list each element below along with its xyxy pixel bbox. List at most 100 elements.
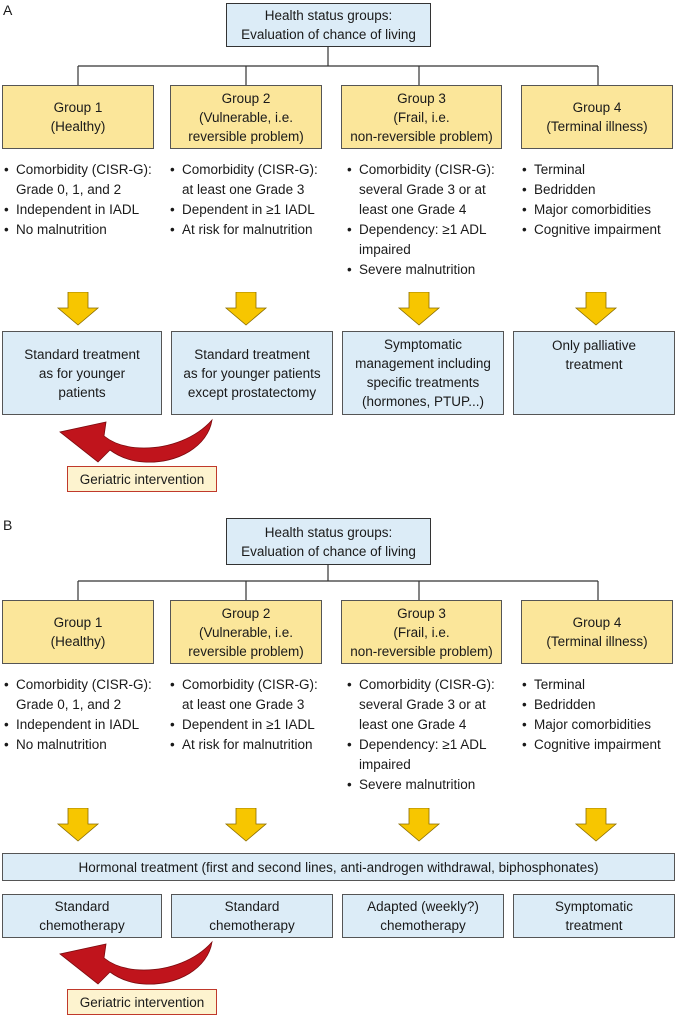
down-arrow-icon (224, 808, 268, 842)
criterion-item: Independent in IADL (4, 200, 170, 220)
panel-a-group-3-criteria: Comorbidity (CISR-G): several Grade 3 or… (347, 160, 517, 280)
group-description: (Terminal illness) (546, 634, 648, 649)
criterion-item: Severe malnutrition (347, 775, 517, 795)
panel-a-treatment-1-box: Standard treatment as for younger patien… (2, 331, 162, 415)
group-name: Group 4 (572, 100, 622, 115)
down-arrow-icon (574, 292, 618, 326)
group-name: Group 1 (53, 100, 103, 115)
group-name: Group 3 (397, 605, 446, 621)
treatment-line: chemotherapy (39, 918, 125, 933)
treatment-line: Standard (54, 899, 110, 914)
criterion-item: Cognitive impairment (522, 220, 676, 240)
geriatric-label: Geriatric intervention (79, 994, 205, 1010)
panel-b-connector-lines (77, 565, 599, 600)
panel-b-group-3-criteria: Comorbidity (CISR-G): several Grade 3 or… (347, 675, 517, 795)
criterion-item: Comorbidity (CISR-G): at least one Grade… (170, 160, 340, 200)
panel-a-treatment-4-box: Only palliative treatment (513, 331, 675, 415)
group-description-cont: reversible problem) (188, 128, 304, 144)
criterion-item: Major comorbidities (522, 715, 676, 735)
panel-b-title-line2: Evaluation of chance of living (241, 543, 416, 559)
treatment-line: except prostatectomy (187, 384, 317, 400)
group-description: (Frail, i.e. (393, 624, 450, 640)
criterion-item: Terminal (522, 160, 676, 180)
curved-arrow-icon (59, 418, 213, 463)
panel-a-group-1-criteria: Comorbidity (CISR-G): Grade 0, 1, and 2 … (4, 160, 170, 240)
panel-a-group-3-box: Group 3 (Frail, i.e. non-reversible prob… (341, 85, 502, 149)
panel-b-title-line1: Health status groups: (264, 524, 393, 540)
group-description-cont: reversible problem) (188, 643, 304, 659)
treatment-line: Standard treatment (24, 346, 140, 362)
criterion-item: Comorbidity (CISR-G): several Grade 3 or… (347, 675, 517, 735)
down-arrow-icon (397, 808, 441, 842)
criterion-item: Cognitive impairment (522, 735, 676, 755)
geriatric-label: Geriatric intervention (79, 471, 205, 487)
group-description: (Healthy) (50, 119, 106, 134)
group-description-cont: non-reversible problem) (350, 128, 493, 144)
hormonal-treatment-label: Hormonal treatment (first and second lin… (78, 859, 599, 875)
group-name: Group 4 (572, 615, 622, 630)
panel-b-treatment-4-box: Symptomatic treatment (513, 894, 675, 938)
criterion-item: No malnutrition (4, 735, 170, 755)
panel-b-treatment-1-box: Standard chemotherapy (2, 894, 162, 938)
panel-b-group-1-criteria: Comorbidity (CISR-G): Grade 0, 1, and 2 … (4, 675, 170, 755)
treatment-line: Adapted (weekly?) (367, 899, 479, 914)
treatment-line: chemotherapy (380, 918, 466, 933)
treatment-line: Standard (224, 899, 280, 914)
group-name: Group 2 (221, 605, 271, 621)
treatment-line: treatment (565, 918, 623, 933)
panel-a-title-line2: Evaluation of chance of living (241, 27, 416, 42)
panel-b-title-box: Health status groups: Evaluation of chan… (226, 518, 431, 565)
group-description: (Healthy) (50, 634, 106, 649)
panel-a-geriatric-intervention-box: Geriatric intervention (67, 466, 217, 492)
treatment-line: treatment (565, 357, 623, 372)
group-name: Group 2 (221, 90, 271, 106)
panel-a-title-box: Health status groups: Evaluation of chan… (226, 3, 431, 47)
criterion-item: Dependent in ≥1 IADL (170, 200, 340, 220)
panel-b-geriatric-intervention-box: Geriatric intervention (67, 989, 217, 1015)
panel-b: B Health status groups: Evaluation of ch… (0, 515, 676, 1016)
group-name: Group 1 (53, 615, 103, 630)
group-description: (Terminal illness) (546, 119, 648, 134)
criterion-item: Comorbidity (CISR-G): Grade 0, 1, and 2 (4, 675, 170, 715)
criterion-item: Dependency: ≥1 ADL impaired (347, 220, 517, 260)
panel-b-hormonal-treatment-box: Hormonal treatment (first and second lin… (2, 853, 675, 881)
treatment-line: (hormones, PTUP...) (361, 394, 485, 409)
down-arrow-icon (56, 292, 100, 326)
down-arrow-icon (56, 808, 100, 842)
treatment-line: as for younger (38, 365, 126, 381)
treatment-line: patients (58, 384, 106, 400)
criterion-item: At risk for malnutrition (170, 735, 340, 755)
panel-b-treatment-3-box: Adapted (weekly?) chemotherapy (342, 894, 504, 938)
criterion-item: At risk for malnutrition (170, 220, 340, 240)
panel-a-group-4-box: Group 4 (Terminal illness) (521, 85, 673, 149)
panel-a-treatment-2-box: Standard treatment as for younger patien… (171, 331, 333, 415)
panel-a-group-1-box: Group 1 (Healthy) (2, 85, 154, 149)
group-description: (Vulnerable, i.e. (198, 624, 294, 640)
down-arrow-icon (224, 292, 268, 326)
panel-a-group-2-box: Group 2 (Vulnerable, i.e. reversible pro… (170, 85, 322, 149)
panel-b-label: B (3, 517, 13, 533)
criterion-item: Major comorbidities (522, 200, 676, 220)
criterion-item: Comorbidity (CISR-G): at least one Grade… (170, 675, 340, 715)
panel-b-group-4-box: Group 4 (Terminal illness) (521, 600, 673, 664)
criterion-item: Severe malnutrition (347, 260, 517, 280)
down-arrow-icon (574, 808, 618, 842)
panel-a-group-2-criteria: Comorbidity (CISR-G): at least one Grade… (170, 160, 340, 240)
panel-a-label: A (3, 2, 13, 18)
panel-b-treatment-2-box: Standard chemotherapy (171, 894, 333, 938)
treatment-line: Symptomatic (383, 337, 463, 352)
panel-b-group-2-criteria: Comorbidity (CISR-G): at least one Grade… (170, 675, 340, 755)
criterion-item: Dependency: ≥1 ADL impaired (347, 735, 517, 775)
panel-a-group-4-criteria: Terminal Bedridden Major comorbidities C… (522, 160, 676, 240)
panel-a-title-line1: Health status groups: (264, 8, 393, 23)
criterion-item: Bedridden (522, 695, 676, 715)
panel-a-connector-lines (77, 47, 599, 85)
treatment-line: management including (355, 356, 491, 371)
criterion-item: Comorbidity (CISR-G): Grade 0, 1, and 2 (4, 160, 170, 200)
criterion-item: Bedridden (522, 180, 676, 200)
panel-b-group-1-box: Group 1 (Healthy) (2, 600, 154, 664)
criterion-item: Terminal (522, 675, 676, 695)
treatment-line: as for younger patients (183, 365, 321, 381)
group-name: Group 3 (397, 90, 446, 106)
treatment-line: Symptomatic (554, 899, 634, 914)
